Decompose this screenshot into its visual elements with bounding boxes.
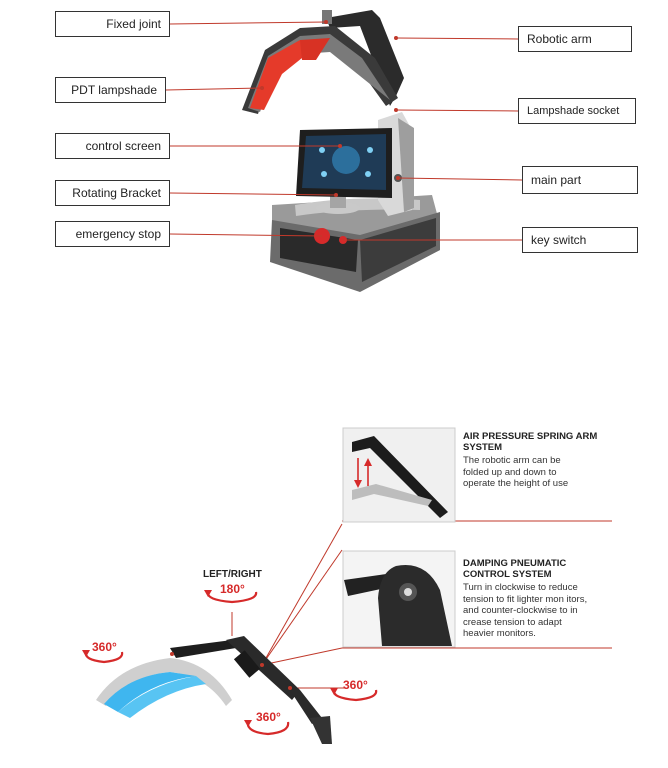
label-main-part: main part	[522, 166, 638, 194]
air-pressure-text-line: operate the height of use	[463, 478, 569, 489]
air-pressure-text-line: The robotic arm can be	[463, 455, 561, 466]
air-pressure-text: The robotic arm can be folded up and dow…	[463, 455, 568, 490]
rotation-180-label: 180°	[220, 582, 245, 596]
label-robotic-arm: Robotic arm	[518, 26, 632, 52]
air-pressure-title-line1: AIR PRESSURE SPRING ARM	[463, 431, 598, 442]
leader-lines-top	[165, 21, 523, 241]
damping-text-line: heavier monitors.	[463, 628, 536, 639]
damping-title-line2: CONTROL SYSTEM	[463, 569, 552, 580]
rotation-360-bottom-label: 360°	[256, 710, 281, 724]
damping-title-line1: DAMPING PNEUMATIC	[463, 558, 567, 569]
rotation-360-right-label: 360°	[343, 678, 368, 692]
label-key-switch: key switch	[522, 227, 638, 253]
damping-text-line: crease tension to adapt	[463, 616, 562, 628]
air-pressure-title: AIR PRESSURE SPRING ARM SYSTEM	[463, 431, 597, 453]
damping-text: Turn in clockwise to reduce tension to f…	[463, 582, 587, 640]
damping-text-line: and counter-clockwise to in	[463, 605, 578, 616]
air-pressure-title-line2: SYSTEM	[463, 442, 503, 453]
leader-dots-top	[260, 20, 400, 197]
damping-text-line: tension to fit lighter mon itors,	[463, 593, 588, 605]
damping-text-line: Turn in clockwise to reduce	[463, 582, 578, 593]
damping-title: DAMPING PNEUMATIC CONTROL SYSTEM	[463, 558, 566, 580]
label-pdt-lampshade: PDT lampshade	[55, 77, 166, 103]
label-fixed-joint: Fixed joint	[55, 11, 170, 37]
label-control-screen: control screen	[55, 133, 170, 159]
rotation-360-left-label: 360°	[92, 640, 117, 654]
label-rotating-bracket: Rotating Bracket	[55, 180, 170, 206]
air-pressure-text-line: folded up and down to	[463, 466, 557, 478]
left-right-label: LEFT/RIGHT	[203, 569, 262, 580]
pdt-lampshade-shape	[242, 26, 398, 114]
label-emergency-stop: emergency stop	[55, 221, 170, 247]
control-screen-shape	[296, 128, 392, 198]
label-lampshade-socket: Lampshade socket	[518, 98, 636, 124]
device-base	[270, 195, 440, 292]
